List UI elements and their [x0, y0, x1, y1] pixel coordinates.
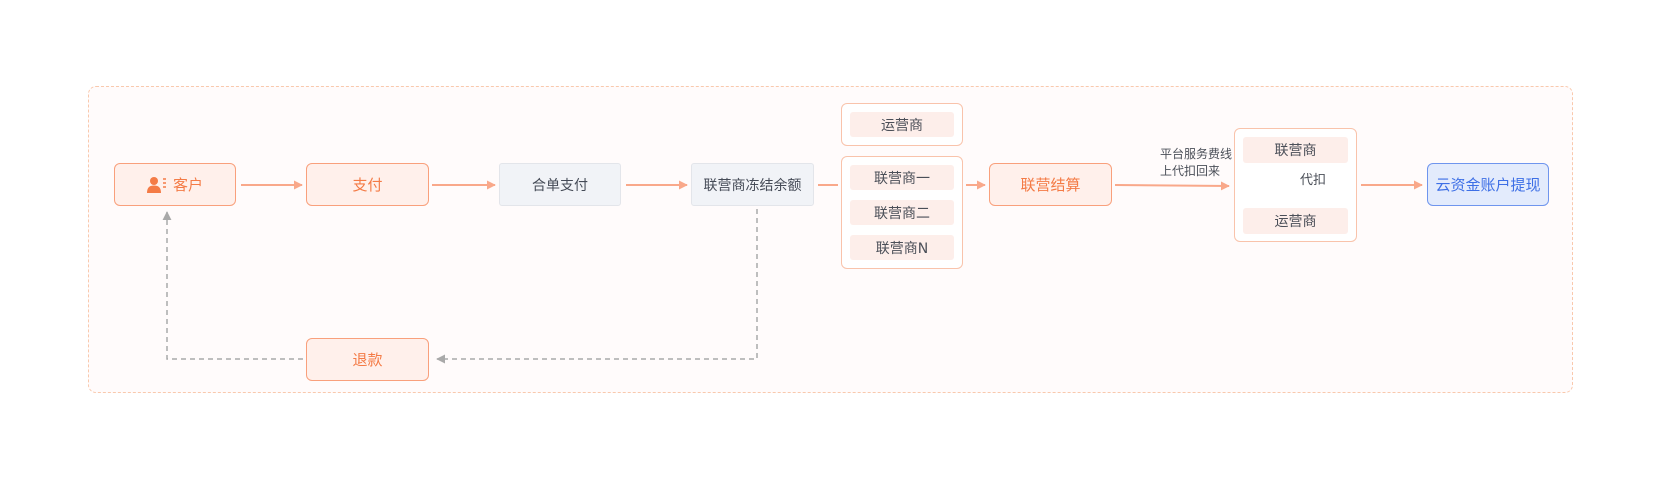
pay-node: 支付 [306, 163, 429, 206]
partner-chip-1: 联营商一 [850, 165, 954, 190]
dashed-frozen-to-refund [436, 209, 758, 364]
deduct-group: 联营商 运营商 [1234, 128, 1357, 242]
settlement-node: 联营结算 [989, 163, 1112, 206]
fee-note: 平台服务费线 上代扣回来 [1160, 146, 1232, 180]
deduct-top-chip: 联营商 [1243, 137, 1348, 163]
arrow-settlement-to-deduct [1114, 181, 1230, 191]
withdraw-node: 云资金账户提现 [1427, 163, 1549, 206]
partner-chip-2: 联营商二 [850, 200, 954, 225]
fee-note-line-2: 上代扣回来 [1160, 164, 1221, 178]
combined-pay-node: 合单支付 [499, 163, 621, 206]
customer-node: 客户 [114, 163, 236, 206]
customer-label: 客户 [172, 176, 203, 194]
fee-note-line-1: 平台服务费线 [1160, 147, 1233, 161]
dashed-refund-to-customer [162, 211, 303, 360]
person-icon [146, 176, 166, 193]
deduct-bottom-chip: 运营商 [1243, 208, 1348, 234]
operator-top-group: 运营商 [841, 103, 963, 146]
frozen-balance-node: 联营商冻结余额 [691, 163, 814, 206]
partner-chip-n: 联营商N [850, 235, 954, 260]
partners-group: 联营商一 联营商二 联营商N [841, 156, 963, 269]
deduct-label: 代扣 [1300, 173, 1327, 188]
operator-top-chip: 运营商 [850, 112, 954, 137]
refund-node: 退款 [306, 338, 429, 381]
